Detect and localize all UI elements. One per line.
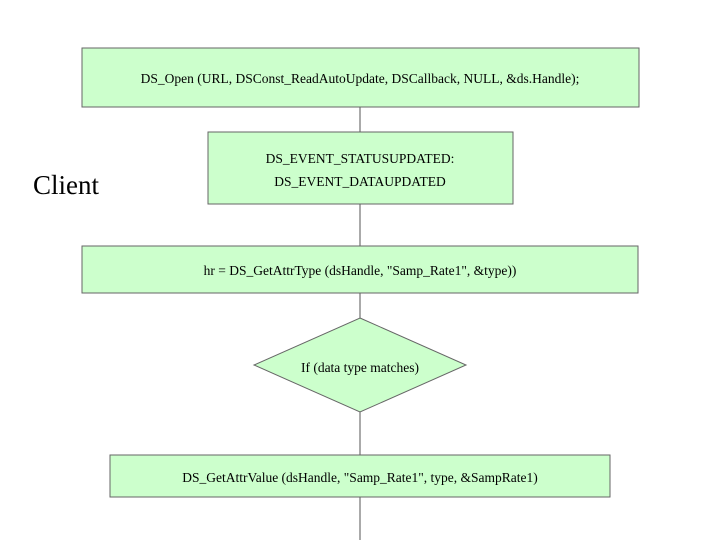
open-call-label: DS_Open (URL, DSConst_ReadAutoUpdate, DS… [141,71,580,86]
get-type-node: hr = DS_GetAttrType (dsHandle, "Samp_Rat… [81,245,639,294]
get-value-node: DS_GetAttrValue (dsHandle, "Samp_Rate1",… [109,454,611,498]
get-value-label: DS_GetAttrValue (dsHandle, "Samp_Rate1",… [182,470,538,485]
decision-diamond [252,317,468,413]
open-call-node: DS_Open (URL, DSConst_ReadAutoUpdate, DS… [81,47,640,108]
decision-label: If (data type matches) [301,360,419,375]
client-side-label: Client [33,170,99,200]
decision-node: If (data type matches) [252,317,468,413]
get-value-box [109,454,611,498]
get-type-box [81,245,639,294]
event-data-updated-label: DS_EVENT_DATAUPDATED [274,174,446,189]
events-node: DS_EVENT_STATUSUPDATED: DS_EVENT_DATAUPD… [207,131,514,205]
event-status-updated-label: DS_EVENT_STATUSUPDATED: [266,151,455,166]
open-call-box [81,47,640,108]
get-type-label: hr = DS_GetAttrType (dsHandle, "Samp_Rat… [204,263,517,278]
events-box [207,131,514,205]
